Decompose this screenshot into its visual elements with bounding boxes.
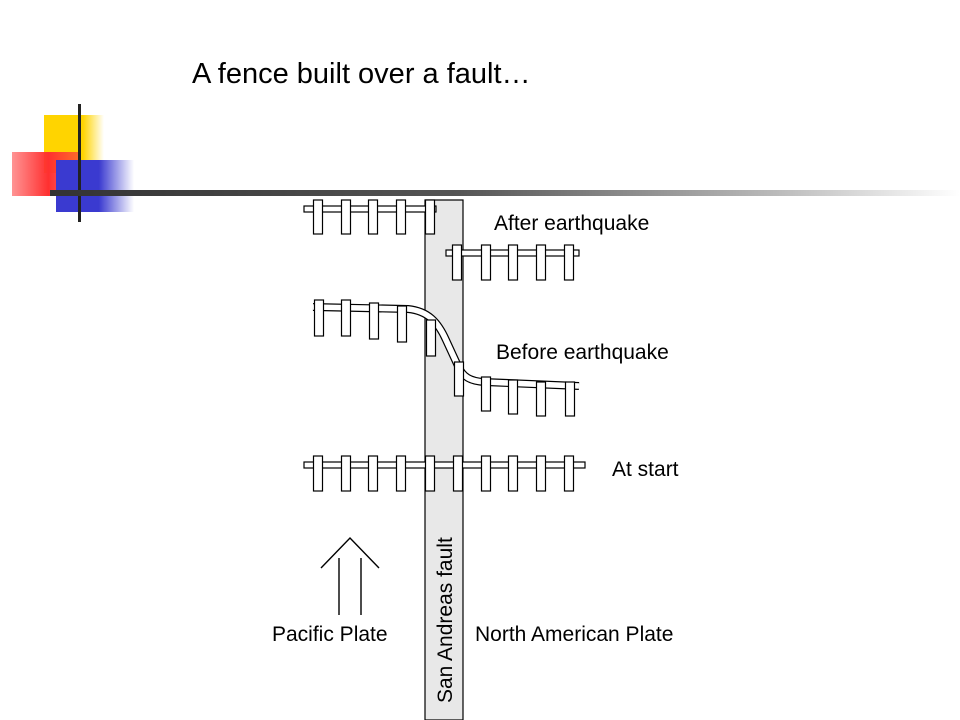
label-at-start: At start [612,458,679,481]
fence-post [535,381,547,417]
fence-post [507,244,519,281]
fence-post [395,199,407,235]
fence-post [312,455,324,492]
fence-after-earthquake-left-segment [303,199,437,235]
fence-post [535,455,547,492]
fence-post [507,379,519,415]
decorative-blue-square [56,160,134,212]
fence-post [340,455,352,492]
fence-post [563,244,575,281]
fence-post [563,455,575,492]
fence-post [480,376,492,412]
fence-post [396,305,408,343]
fence-post [480,455,492,492]
fence-post [451,244,463,281]
label-san-andreas-fault: San Andreas fault [434,537,457,703]
fence-rail-bent-fill [312,304,580,389]
fence-post [313,299,325,337]
label-pacific-plate: Pacific Plate [272,623,388,646]
fence-post [535,244,547,281]
decorative-horizontal-rule [50,190,960,196]
fence-post [507,455,519,492]
fence-post [368,302,380,340]
fence-before-earthquake [312,299,580,417]
fence-at-start [303,455,586,492]
fence-post [564,381,576,417]
label-north-american-plate: North American Plate [475,623,673,646]
fence-after-earthquake-right-segment [445,244,580,281]
fence-post [367,455,379,492]
fence-post [340,299,352,337]
fence-rail [303,461,586,469]
fence-post [425,319,437,357]
fence-post [453,361,465,397]
fence-post [367,199,379,235]
decorative-vertical-line [78,104,81,222]
label-after-earthquake: After earthquake [494,212,649,235]
slide-title: A fence built over a fault… [192,58,531,90]
plate-motion-arrow-icon [320,536,380,615]
fence-post [395,455,407,492]
fence-post [340,199,352,235]
fence-post [452,455,464,492]
fence-post [480,244,492,281]
fence-post [424,455,436,492]
label-before-earthquake: Before earthquake [496,341,669,364]
fence-post [424,199,436,235]
fence-post [312,199,324,235]
